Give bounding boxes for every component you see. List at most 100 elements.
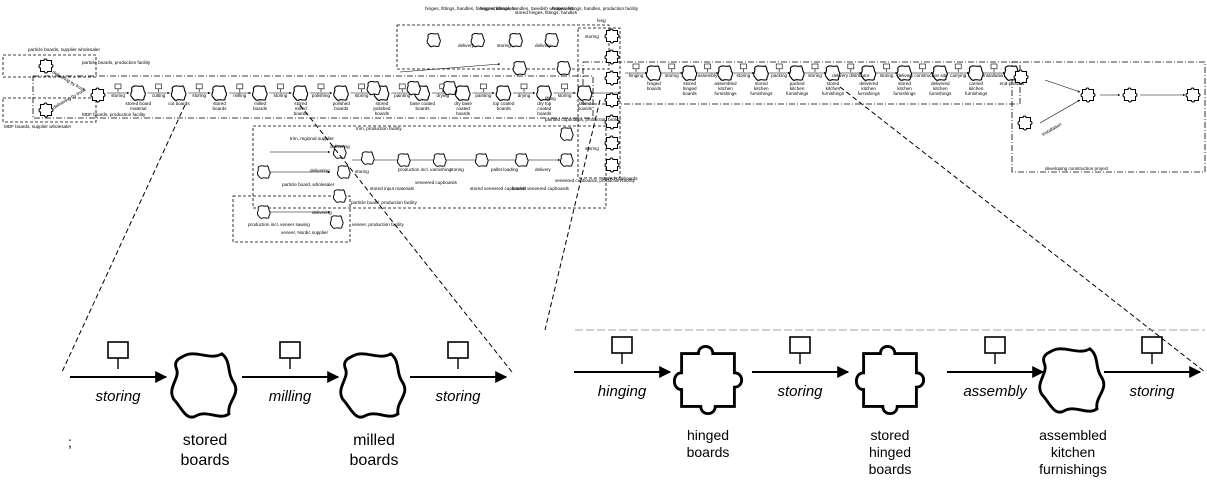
process-label: storing xyxy=(192,93,206,98)
overview-nodes xyxy=(38,28,1201,229)
process-label: delivery construction site xyxy=(897,73,948,78)
process-icon xyxy=(520,83,528,90)
top-label-5: delivery xyxy=(458,43,475,48)
process-label: cutting xyxy=(152,93,166,98)
process-icon xyxy=(317,83,325,90)
lower-label-24: stored cupboards xyxy=(602,176,638,181)
process-label: storing xyxy=(737,73,751,78)
zoom-process-icon xyxy=(984,336,1006,354)
zoom-state-icon xyxy=(672,344,744,416)
block-node-icon xyxy=(512,61,527,76)
process-icon xyxy=(480,83,487,90)
process-label: hinging xyxy=(629,73,644,78)
block-node-icon xyxy=(556,61,571,76)
main-line-group xyxy=(32,75,594,119)
lower-label-10: veneer, production facility xyxy=(352,222,405,227)
lower-label-11: storing xyxy=(355,169,369,174)
lower-node-icon xyxy=(256,205,271,219)
process-label: painting xyxy=(475,93,492,98)
process-icon xyxy=(114,83,122,90)
process-icon xyxy=(668,63,676,70)
lower-label-7: production incl. veneer sawing xyxy=(248,222,310,227)
lower-label-12: stored input materials xyxy=(370,186,415,191)
input-label-2: MDF boards, supplier wholesaler xyxy=(4,124,72,129)
process-label: storing xyxy=(355,93,369,98)
input-group-bottom xyxy=(2,97,97,123)
overview-connectors xyxy=(107,62,1186,214)
merge-column xyxy=(577,27,621,179)
right-extra-2: developing construction project xyxy=(1045,166,1109,171)
process-icon xyxy=(358,83,365,90)
process-icon xyxy=(847,63,855,70)
block-node-icon xyxy=(366,81,381,96)
merge-node-icon xyxy=(604,28,620,44)
top-label-7: delivery xyxy=(535,43,552,48)
top-label-2: hinges, fittings, handles, Swedish whole… xyxy=(480,6,574,11)
state-icon xyxy=(576,85,593,101)
overview xyxy=(2,24,1206,243)
process-label: packing xyxy=(771,73,787,78)
lower-label-23: storing xyxy=(585,146,599,151)
process-icon xyxy=(990,63,998,70)
process-icon xyxy=(704,63,711,70)
connector-arrow xyxy=(399,62,501,73)
right-extra-1: installation xyxy=(1041,121,1063,136)
lower-label-5: delivering xyxy=(310,168,330,173)
lower-node-icon xyxy=(329,215,344,229)
merge-node-icon xyxy=(604,70,620,86)
zoom-process-label: storing xyxy=(95,388,141,405)
process-label: polishing xyxy=(312,93,331,98)
right-line-group xyxy=(582,61,1021,105)
process-icon xyxy=(195,83,203,90)
process-icon xyxy=(632,63,640,70)
zoom-process-icon xyxy=(279,341,301,359)
state-icon xyxy=(211,85,228,101)
zoom-state-icon xyxy=(339,352,407,419)
state-icon xyxy=(645,65,662,81)
lower-label-2: trim, regional supplier xyxy=(290,136,334,141)
top-label-8: storing xyxy=(585,34,599,39)
lower-label-3: delivering xyxy=(330,144,350,149)
top-block-group xyxy=(396,24,610,70)
zoom-process-label: storing xyxy=(777,383,823,400)
zoom-process-icon xyxy=(447,341,469,359)
process-label: delivery distributor xyxy=(832,73,870,78)
lower-label-8: veneer, Nordic supplier xyxy=(281,230,328,235)
process-label: assembly xyxy=(698,73,718,78)
process-icon xyxy=(954,63,962,70)
process-label: storing xyxy=(880,73,894,78)
lower-label-16: stored veneered cupboards xyxy=(470,186,527,191)
state-icon xyxy=(454,85,471,101)
zoom-process-label: milling xyxy=(269,388,312,405)
input-label-4: MDF boards, production facility xyxy=(82,112,146,117)
right-end-group xyxy=(1011,61,1206,173)
lower-node-icon xyxy=(559,127,574,141)
zoom-state-icon xyxy=(854,344,926,416)
input-node-icon xyxy=(38,58,54,74)
process-icon xyxy=(398,83,406,90)
zoom-process-label: storing xyxy=(435,388,481,405)
state-icon xyxy=(170,85,187,101)
zoom-process-icon xyxy=(789,336,811,354)
lower-node-icon xyxy=(256,165,271,179)
state-icon xyxy=(251,85,268,101)
input-node-icon xyxy=(90,87,106,103)
lower-label-1: trim, production facility xyxy=(356,126,402,131)
lower-label-22: lifting xyxy=(545,96,556,101)
lower-label-6: particle board, production facility xyxy=(351,200,418,205)
merge-node-icon xyxy=(604,135,620,151)
